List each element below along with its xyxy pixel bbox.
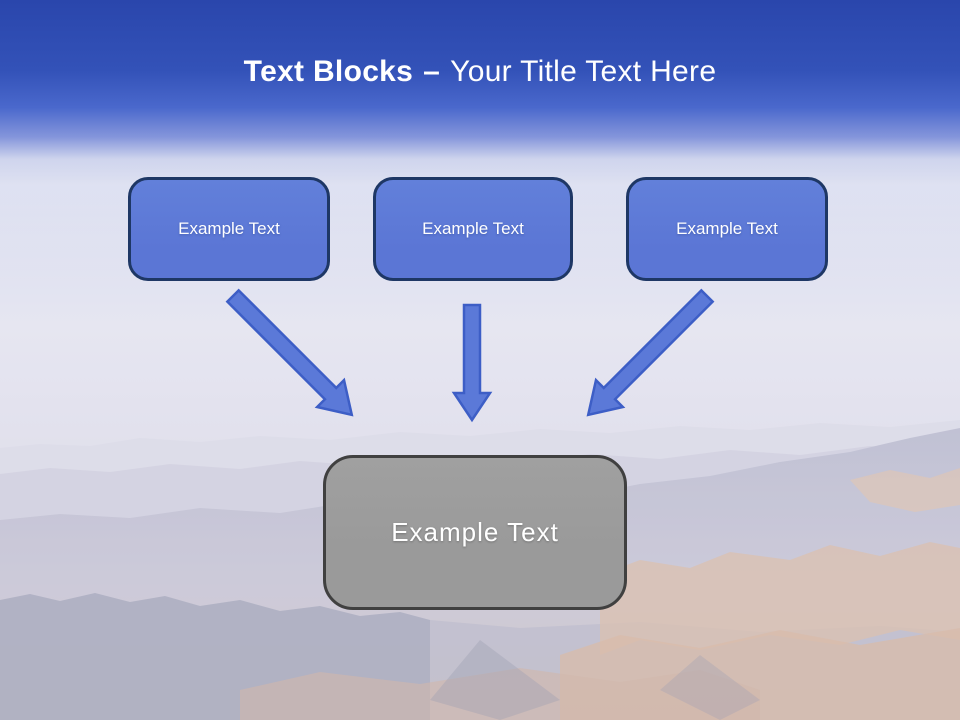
title-regular-text: Your Title Text Here [450,55,717,88]
text-block-2-label: Example Text [422,219,524,238]
arrow-down-icon[interactable] [451,303,493,423]
text-block-3[interactable]: Example Text [626,177,828,281]
title-dash-separator: – [423,55,441,88]
arrow-down-left-icon[interactable] [575,283,721,429]
slide-title[interactable]: Text Blocks–Your Title Text Here [0,54,960,90]
result-block-label: Example Text [391,517,559,547]
text-block-1-label: Example Text [178,219,280,238]
title-bold-text: Text Blocks [243,55,414,88]
arrow-down-right-icon[interactable] [220,283,366,429]
text-block-3-label: Example Text [676,219,778,238]
text-block-1[interactable]: Example Text [128,177,330,281]
result-block[interactable]: Example Text [323,455,627,610]
text-block-2[interactable]: Example Text [373,177,573,281]
